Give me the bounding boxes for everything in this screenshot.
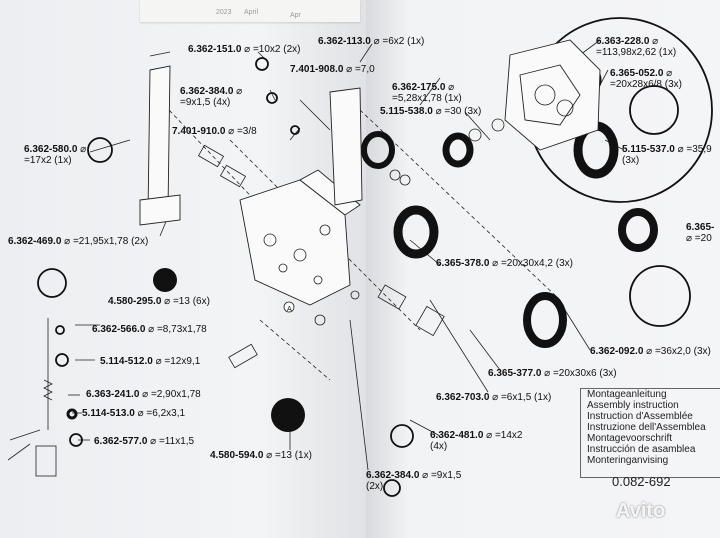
callout-4-580-295: 4.580-295.0 ⌀ =13 (6x) xyxy=(108,296,210,307)
callout-6-362-384-b: 6.362-384.0 ⌀ =9x1,5 (2x) xyxy=(366,470,462,492)
callout-6-362-469: 6.362-469.0 ⌀ =21,95x1,78 (2x) xyxy=(8,236,149,247)
callout-6-362-151: 6.362-151.0 ⌀ =10x2 (2x) xyxy=(188,44,301,55)
instruction-sv: Monteringanvising xyxy=(587,455,669,466)
callout-7-401-910: 7.401-910.0 ⌀ =3/8 xyxy=(172,126,257,137)
callout-5-115-537: 5.115-537.0 ⌀ =35,9 (3x) xyxy=(622,144,712,166)
callout-6-362-175: 6.362-175.0 ⌀ =5,28x1,78 (1x) xyxy=(392,82,462,104)
callout-5-114-512: 5.114-512.0 ⌀ =12x9,1 xyxy=(100,356,201,367)
callout-6-362-481: 6.362-481.0 ⌀ =14x2 (4x) xyxy=(430,430,523,452)
instruction-it: Instruzione dell'Assemblea xyxy=(587,422,706,433)
callout-5-114-513: 5.114-513.0 ⌀ =6,2x3,1 xyxy=(82,408,186,419)
callout-6-362-577: 6.362-577.0 ⌀ =11x1,5 xyxy=(94,436,195,447)
instruction-nl: Montagevoorschrift xyxy=(587,433,673,444)
instruction-de: Montageanleitung xyxy=(587,389,667,400)
callout-6-365-377: 6.365-377.0 ⌀ =20x30x6 (3x) xyxy=(488,368,617,379)
document-number: 0.082-692 xyxy=(612,474,671,489)
callout-6-362-580: 6.362-580.0 ⌀ =17x2 (1x) xyxy=(24,144,87,166)
callout-6-362-092: 6.362-092.0 ⌀ =36x2,0 (3x) xyxy=(590,346,711,357)
callout-4-580-594: 4.580-594.0 ⌀ =13 (1x) xyxy=(210,450,312,461)
callout-6-363-241: 6.363-241.0 ⌀ =2,90x1,78 xyxy=(86,389,201,400)
callout-6-363-228: 6.363-228.0 ⌀ =113,98x2,62 (1x) xyxy=(596,36,677,58)
callout-6-362-384-a: 6.362-384.0 ⌀ =9x1,5 (4x) xyxy=(180,86,243,108)
instruction-es: Instrucción de asamblea xyxy=(587,444,696,455)
callout-6-362-703: 6.362-703.0 ⌀ =6x1,5 (1x) xyxy=(436,392,552,403)
callout-6-362-566: 6.362-566.0 ⌀ =8,73x1,78 xyxy=(92,324,207,335)
callout-6-365-052: 6.365-052.0 ⌀ =20x28x6/8 (3x) xyxy=(610,68,682,90)
calendar-year: 2023 xyxy=(216,9,232,16)
callout-7-401-908: 7.401-908.0 ⌀ =7,0 xyxy=(290,64,375,75)
callout-5-115-538: 5.115-538.0 ⌀ =30 (3x) xyxy=(380,106,482,117)
instruction-en: Assembly instruction xyxy=(587,400,679,411)
assembly-instruction-box: Montageanleitung Assembly instruction In… xyxy=(580,388,720,478)
callout-6-362-113: 6.362-113.0 ⌀ =6x2 (1x) xyxy=(318,36,425,47)
calendar-month-short: Apr xyxy=(290,12,301,19)
marker-a: A xyxy=(287,306,292,313)
avito-watermark: Avito xyxy=(616,500,666,522)
calendar-page-edge: 2023 April Apr xyxy=(140,0,360,22)
calendar-month: April xyxy=(244,9,259,16)
callout-6-365-378: 6.365-378.0 ⌀ =20x30x4,2 (3x) xyxy=(436,258,573,269)
instruction-fr: Instruction d'Assemblée xyxy=(587,411,693,422)
callout-6-365-cut: 6.365- ⌀ =20 xyxy=(686,222,715,244)
